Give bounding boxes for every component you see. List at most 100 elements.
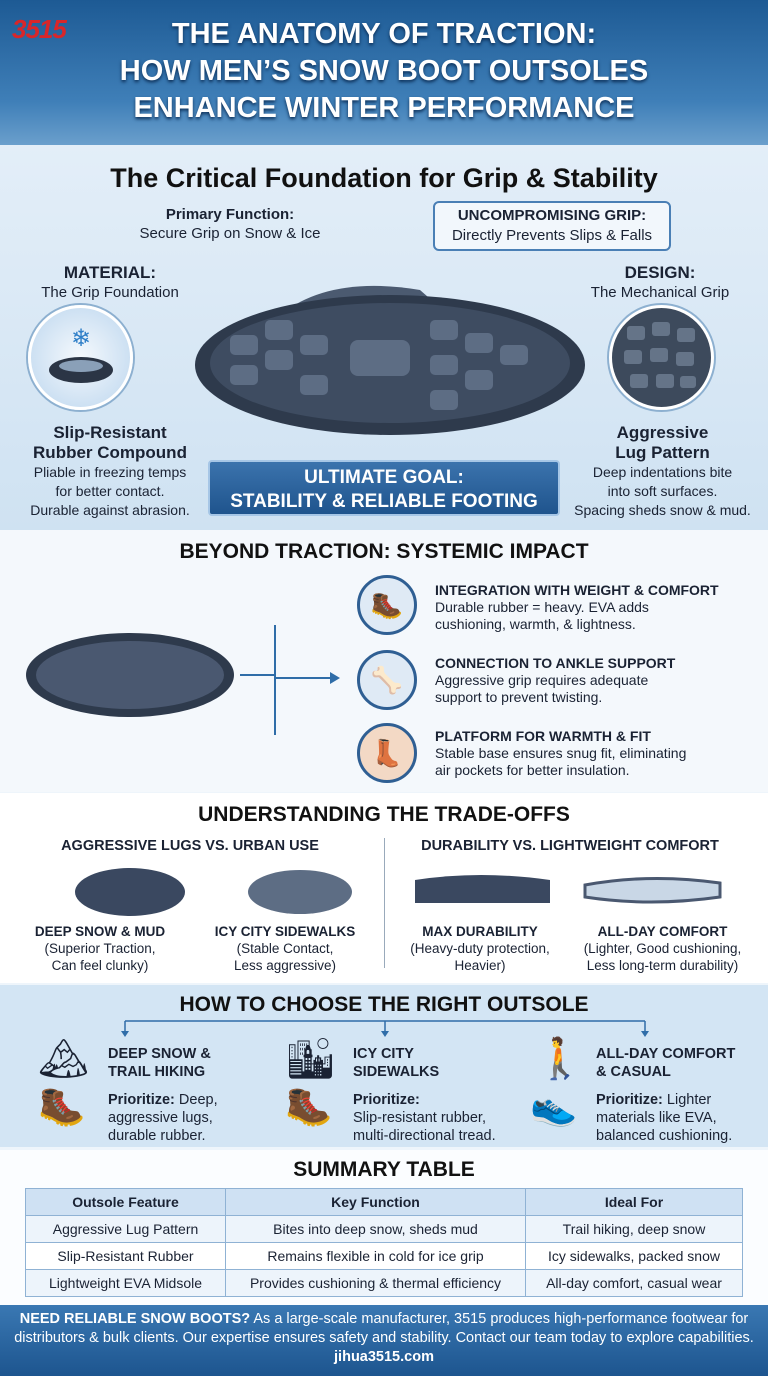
impact-item: INTEGRATION WITH WEIGHT & COMFORT Durabl… bbox=[435, 582, 719, 633]
label-title: MATERIAL: bbox=[63, 263, 157, 282]
item-title: ALL-DAY COMFORT bbox=[597, 924, 728, 939]
tradeoff-item: ICY CITY SIDEWALKS (Stable Contact, Less… bbox=[200, 923, 370, 974]
choice-prefix: Prioritize: bbox=[108, 1092, 175, 1108]
choice-text: Slip-resistant rubber, bbox=[353, 1110, 486, 1126]
table-cell: Icy sidewalks, packed snow bbox=[525, 1242, 743, 1270]
impact-text: Stable base ensures snug fit, eliminatin… bbox=[435, 745, 687, 761]
goal-line: ULTIMATE GOAL: bbox=[304, 467, 464, 488]
impact-text: Durable rubber = heavy. EVA adds bbox=[435, 599, 649, 615]
ultimate-goal-box: ULTIMATE GOAL: STABILITY & RELIABLE FOOT… bbox=[208, 460, 560, 516]
label-title: Aggressive bbox=[616, 423, 709, 442]
item-text: Less long-term durability) bbox=[586, 958, 739, 973]
impact-title: INTEGRATION WITH WEIGHT & COMFORT bbox=[435, 582, 719, 598]
label-title: Lug Pattern bbox=[615, 443, 710, 462]
item-title: DEEP SNOW & MUD bbox=[34, 924, 166, 939]
choice-title: TRAIL HIKING bbox=[108, 1064, 206, 1080]
choose-section: HOW TO CHOOSE THE RIGHT OUTSOLE 🏔 🏙 🚶 🥾 … bbox=[0, 985, 768, 1147]
label-text: Durable against abrasion. bbox=[30, 502, 190, 518]
tradeoff-item: MAX DURABILITY (Heavy-duty protection, H… bbox=[395, 923, 565, 974]
website-link[interactable]: jihua3515.com bbox=[334, 1349, 434, 1365]
cta-lead: NEED RELIABLE SNOW BOOTS? bbox=[19, 1311, 251, 1327]
impact-title: CONNECTION TO ANKLE SUPPORT bbox=[435, 655, 676, 671]
label-text: Spacing sheds snow & mud. bbox=[574, 502, 751, 518]
choice-prefix: Prioritize: bbox=[596, 1092, 663, 1108]
impact-text: air pockets for better insulation. bbox=[435, 762, 630, 778]
label-text: Secure Grip on Snow & Ice bbox=[139, 225, 321, 242]
item-title: MAX DURABILITY bbox=[422, 924, 538, 939]
impact-text: cushioning, warmth, & lightness. bbox=[435, 616, 636, 632]
summary-table: Outsole Feature Key Function Ideal For A… bbox=[25, 1188, 743, 1297]
outsole-and-arrows bbox=[26, 625, 340, 735]
divider bbox=[384, 838, 385, 968]
brand-logo: 3515 bbox=[12, 14, 67, 44]
choice-text: materials like EVA, bbox=[596, 1110, 717, 1126]
hiking-boot-icon: 🥾 bbox=[38, 1086, 86, 1128]
summary-section: SUMMARY TABLE Outsole Feature Key Functi… bbox=[0, 1150, 768, 1305]
tradeoff-title: AGGRESSIVE LUGS VS. URBAN USE bbox=[61, 838, 319, 854]
impact-item: CONNECTION TO ANKLE SUPPORT Aggressive g… bbox=[435, 655, 675, 706]
tradeoff-item: DEEP SNOW & MUD (Superior Traction, Can … bbox=[30, 923, 170, 974]
choice-title: ALL-DAY COMFORT bbox=[596, 1046, 736, 1062]
impact-text: support to prevent twisting. bbox=[435, 689, 603, 705]
choice-item: DEEP SNOW &TRAIL HIKING Prioritize: Deep… bbox=[108, 1045, 218, 1145]
foundation-section: The Critical Foundation for Grip & Stabi… bbox=[0, 145, 768, 530]
primary-function-label: Primary Function: Secure Grip on Snow & … bbox=[130, 205, 330, 243]
choice-title: & CASUAL bbox=[596, 1064, 671, 1080]
label-title: UNCOMPROMISING GRIP: bbox=[457, 207, 647, 224]
choice-item: ICY CITY SIDEWALKS Prioritize: Slip-resis… bbox=[353, 1045, 496, 1145]
label-title: DESIGN: bbox=[624, 263, 696, 282]
title-line: THE ANATOMY OF TRACTION: bbox=[171, 18, 597, 50]
label-title: Primary Function: bbox=[165, 206, 295, 223]
systemic-impact-section: BEYOND TRACTION: SYSTEMIC IMPACT 🥾 🦴 👢 I… bbox=[0, 530, 768, 792]
choice-text: balanced cushioning. bbox=[596, 1128, 733, 1144]
title-line: ENHANCE WINTER PERFORMANCE bbox=[133, 92, 635, 124]
boot-outsole-illustration bbox=[195, 285, 585, 435]
impact-text: Aggressive grip requires adequate bbox=[435, 672, 649, 688]
boot-feather-dumbbell-icon: 🥾 bbox=[357, 575, 417, 635]
column-header: Ideal For bbox=[525, 1188, 743, 1216]
impact-title: PLATFORM FOR WARMTH & FIT bbox=[435, 728, 651, 744]
section-heading: HOW TO CHOOSE THE RIGHT OUTSOLE bbox=[179, 993, 589, 1016]
choice-text: Lighter bbox=[662, 1092, 712, 1108]
choice-prefix: Prioritize: bbox=[353, 1092, 420, 1108]
branch-arrows bbox=[121, 1020, 649, 1037]
label-text: Pliable in freezing temps bbox=[33, 464, 187, 480]
goal-line: STABILITY & RELIABLE FOOTING bbox=[230, 491, 538, 512]
svg-text:❄: ❄ bbox=[71, 325, 91, 352]
city-boot-icon: 🥾 bbox=[285, 1086, 333, 1128]
title-line: HOW MEN’S SNOW BOOT OUTSOLES bbox=[119, 55, 649, 87]
section-heading: SUMMARY TABLE bbox=[293, 1158, 475, 1181]
tradeoffs-section: UNDERSTANDING THE TRADE-OFFS AGGRESSIVE … bbox=[0, 793, 768, 983]
label-text: into soft surfaces. bbox=[607, 483, 718, 499]
column-header: Key Function bbox=[225, 1188, 526, 1216]
header-banner: 3515 THE ANATOMY OF TRACTION: HOW MEN’S … bbox=[0, 0, 768, 145]
footer-cta: NEED RELIABLE SNOW BOOTS? As a large-sca… bbox=[0, 1305, 768, 1376]
choice-text: aggressive lugs, bbox=[108, 1110, 213, 1126]
section-heading: UNDERSTANDING THE TRADE-OFFS bbox=[198, 803, 570, 826]
material-label: MATERIAL: The Grip Foundation bbox=[20, 263, 200, 302]
table-cell: Trail hiking, deep snow bbox=[525, 1215, 743, 1243]
choice-item: ALL-DAY COMFORT & CASUAL Prioritize: Ligh… bbox=[596, 1045, 735, 1145]
cta-text: As a large-scale manufacturer, 3515 prod… bbox=[250, 1311, 749, 1327]
choice-text: durable rubber. bbox=[108, 1128, 206, 1144]
table-cell: Slip-Resistant Rubber bbox=[25, 1242, 226, 1270]
label-text: Directly Prevents Slips & Falls bbox=[451, 227, 653, 244]
choice-title: ICY CITY bbox=[353, 1046, 414, 1062]
item-text: Heavier) bbox=[454, 958, 506, 973]
choice-title: SIDEWALKS bbox=[353, 1064, 440, 1080]
label-title: Rubber Compound bbox=[33, 443, 187, 462]
choice-text: multi-directional tread. bbox=[353, 1128, 496, 1144]
item-text: Less aggressive) bbox=[233, 958, 337, 973]
tradeoff-title: DURABILITY VS. LIGHTWEIGHT COMFORT bbox=[421, 838, 719, 854]
design-label: DESIGN: The Mechanical Grip bbox=[570, 263, 750, 302]
cta-text: distributors & bulk clients. Our experti… bbox=[14, 1330, 754, 1346]
city-icon: 🏙 bbox=[285, 1037, 336, 1081]
choice-title: DEEP SNOW & bbox=[108, 1046, 211, 1062]
table-cell: Lightweight EVA Midsole bbox=[25, 1269, 226, 1297]
lug-pattern-text: Aggressive Lug Pattern Deep indentations… bbox=[560, 423, 765, 520]
section-heading: The Critical Foundation for Grip & Stabi… bbox=[110, 163, 658, 193]
mountain-icon: 🏔 bbox=[38, 1037, 89, 1081]
table-header-row: Outsole Feature Key Function Ideal For bbox=[25, 1188, 743, 1216]
table-cell: All-day comfort, casual wear bbox=[525, 1269, 743, 1297]
